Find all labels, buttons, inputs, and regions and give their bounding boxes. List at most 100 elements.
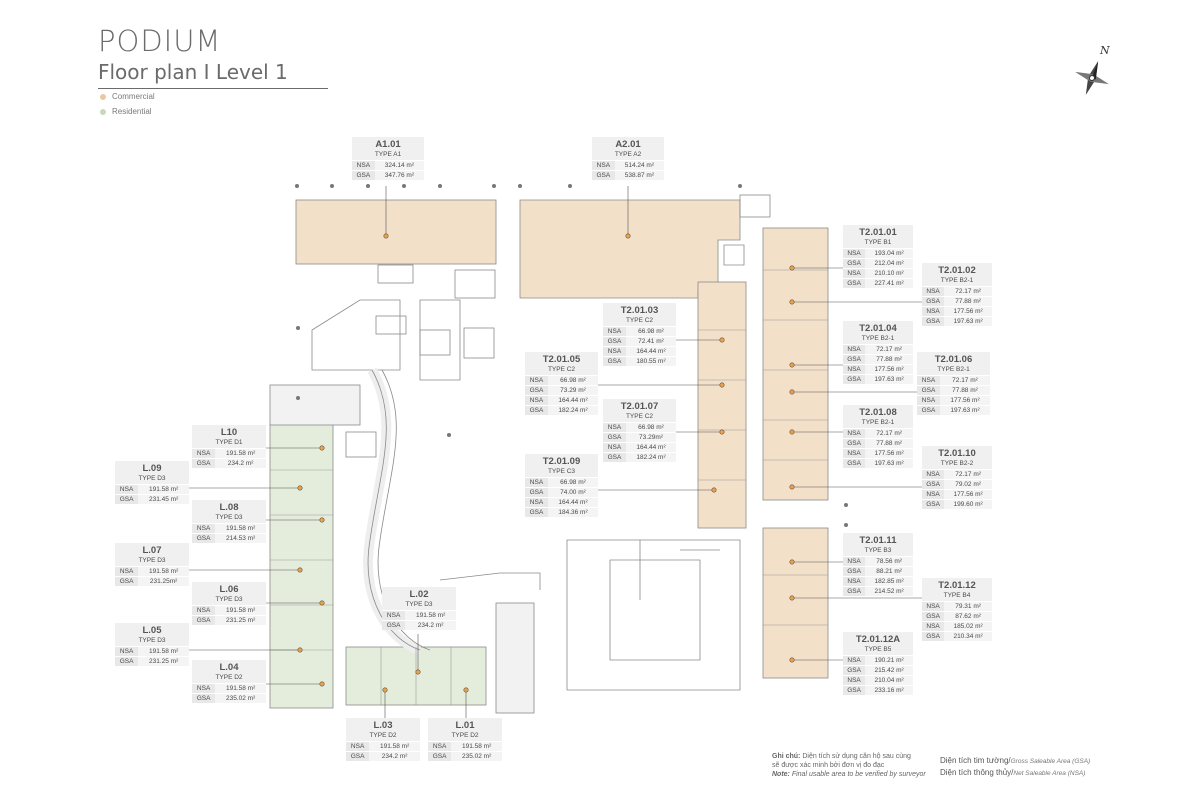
compass-north-label: N	[1099, 44, 1110, 57]
area-kind: NSA	[922, 287, 945, 296]
unit-code: T2.01.12A	[843, 632, 913, 645]
marker-l03	[382, 687, 388, 693]
note-en-line: Final usable area to be verified by surv…	[789, 771, 926, 778]
area-value: 72.17 m²	[865, 345, 913, 354]
area-kind: NSA	[192, 606, 216, 615]
area-kind: NSA	[525, 478, 548, 487]
unit-type: TYPE B2-1	[917, 365, 990, 375]
area-kind: GSA	[922, 612, 945, 621]
unit-type: TYPE B2-1	[843, 334, 913, 344]
unit-code: A2.01	[592, 137, 664, 150]
area-kind: GSA	[843, 355, 866, 364]
unit-code: T2.01.03	[603, 303, 676, 316]
area-value: 214.52 m²	[865, 587, 913, 596]
leader-lines	[188, 186, 922, 718]
area-kind: GSA	[843, 686, 866, 695]
legend-commercial-label: Commercial	[112, 92, 155, 101]
marker-l05	[297, 647, 303, 653]
area-value: 191.58 m²	[405, 611, 456, 620]
unit-type: TYPE D3	[115, 636, 189, 646]
area-value: 180.55 m²	[625, 357, 676, 366]
area-kind: GSA	[843, 375, 866, 384]
area-kind: NSA	[843, 656, 866, 665]
area-kind: NSA	[603, 443, 626, 452]
area-kind: NSA	[843, 449, 866, 458]
area-kind: GSA	[346, 752, 370, 761]
area-value: 191.58 m²	[138, 567, 189, 576]
area-value: 210.34 m²	[944, 632, 992, 641]
area-value: 514.24 m²	[614, 161, 664, 170]
area-value: 227.41 m²	[865, 279, 913, 288]
area-value: 231.25 m²	[138, 657, 189, 666]
unit-type: TYPE B2-1	[922, 276, 992, 286]
area-value: 191.58 m²	[215, 524, 266, 533]
unit-code: L.02	[382, 587, 456, 600]
unit-code: T2.01.12	[922, 578, 992, 591]
area-kind: GSA	[922, 632, 945, 641]
marker-l06	[319, 600, 325, 606]
area-kind: NSA	[603, 347, 626, 356]
area-value: 72.17 m²	[944, 287, 992, 296]
marker-t2-01-12	[789, 595, 795, 601]
area-value: 72.17 m²	[939, 376, 990, 385]
marker-l09	[297, 485, 303, 491]
area-kind: GSA	[115, 657, 139, 666]
area-value: 164.44 m²	[625, 443, 676, 452]
area-kind: GSA	[603, 337, 626, 346]
area-kind: GSA	[917, 386, 940, 395]
area-kind: NSA	[192, 524, 216, 533]
unit-code: L.06	[192, 582, 266, 595]
area-value: 72.41 m²	[625, 337, 676, 346]
area-kind: GSA	[525, 406, 548, 415]
area-value: 191.58 m²	[138, 485, 189, 494]
area-kind: NSA	[917, 396, 940, 405]
commercial-dot-icon	[100, 93, 106, 100]
area-kind: NSA	[843, 249, 866, 258]
unit-type: TYPE A1	[352, 150, 424, 160]
area-value: 164.44 m²	[547, 396, 598, 405]
area-kind: NSA	[922, 602, 945, 611]
area-value: 215.42 m²	[865, 666, 913, 675]
area-kind: GSA	[352, 171, 375, 180]
unit-type: TYPE D3	[192, 595, 266, 605]
legend-residential: Residential	[100, 107, 152, 116]
area-kind: GSA	[843, 567, 866, 576]
area-value: 197.63 m²	[865, 375, 913, 384]
area-value: 191.58 m²	[215, 606, 266, 615]
unit-type: TYPE D2	[428, 731, 502, 741]
marker-a2-01	[625, 233, 631, 239]
area-value: 212.04 m²	[865, 259, 913, 268]
area-value: 66.98 m²	[625, 423, 676, 432]
marker-t2-01-08	[789, 429, 795, 435]
unit-code: T2.01.05	[525, 352, 598, 365]
marker-t2-01-11	[789, 559, 795, 565]
plan-outlines	[269, 184, 848, 714]
